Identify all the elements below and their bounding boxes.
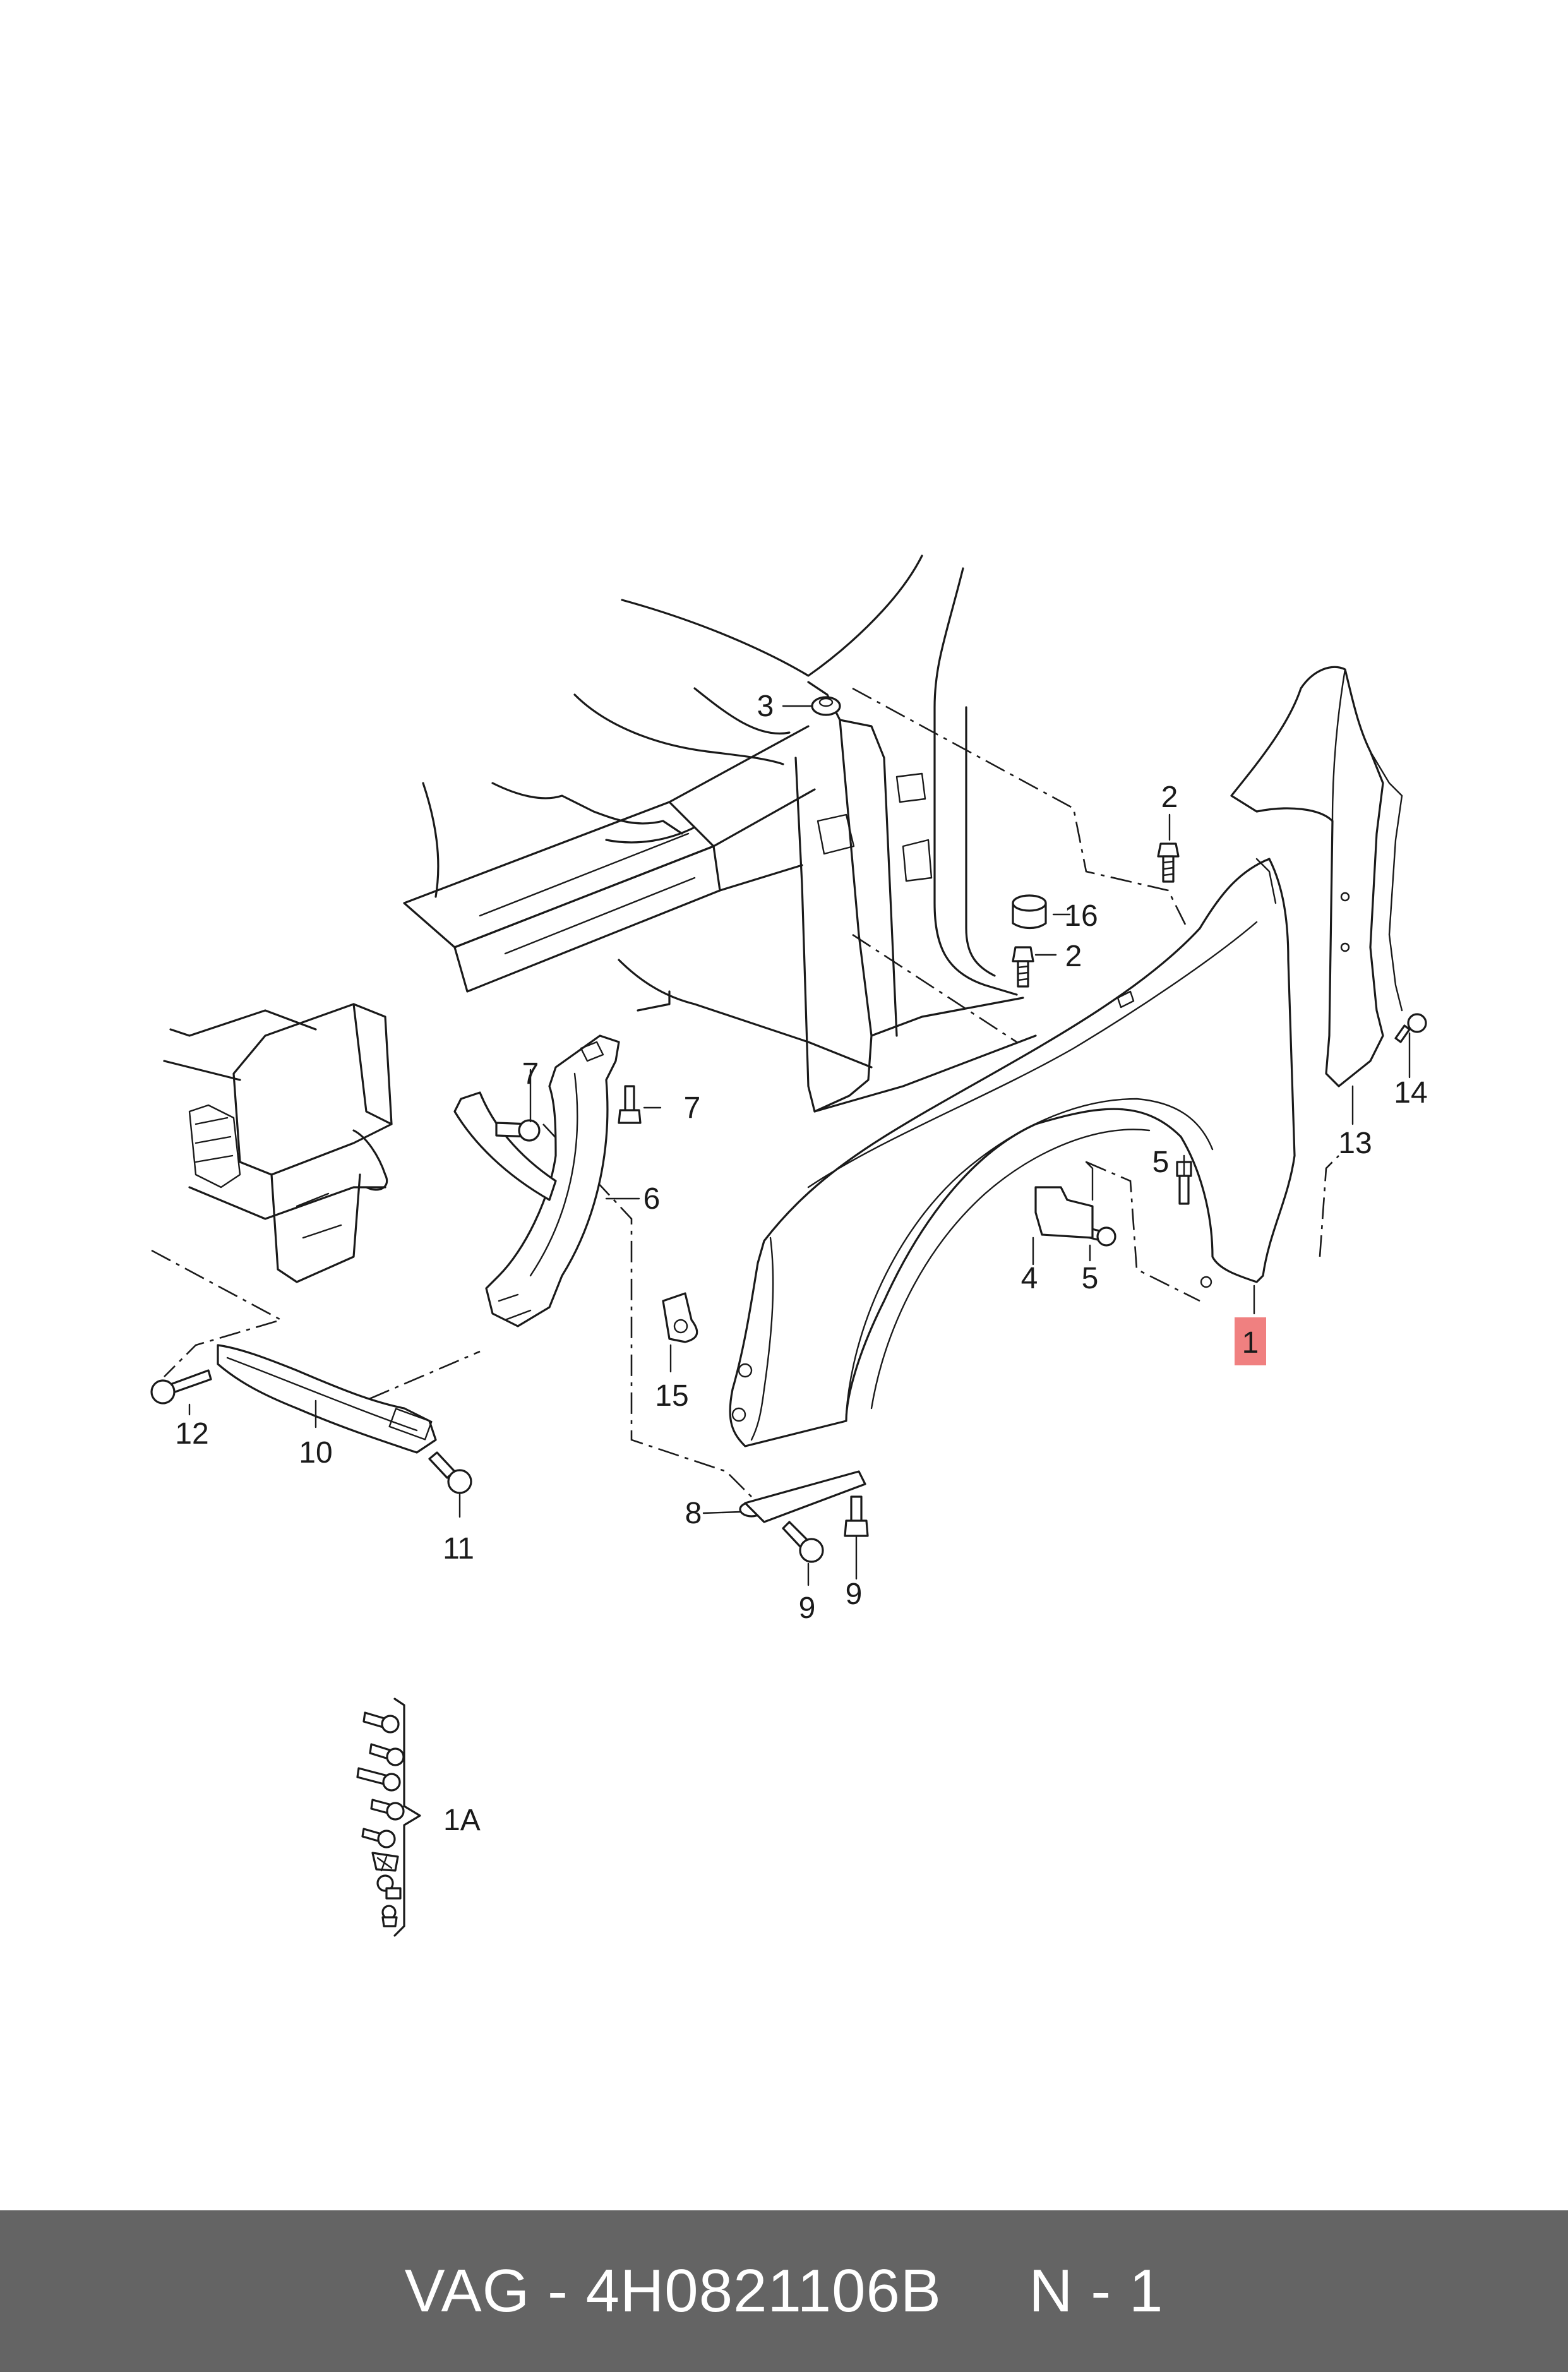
bracket-part-4: [1034, 1161, 1094, 1239]
kit-bolt-4: [370, 1799, 405, 1821]
callout-10: 10: [299, 1436, 332, 1470]
assembly-lines: [151, 687, 1339, 1497]
callout-5-right: 5: [1152, 1146, 1170, 1179]
callout-7-right: 7: [684, 1091, 701, 1125]
fasteners: [150, 696, 1427, 1563]
kit-bolt-5: [361, 1828, 396, 1848]
clamp-15: [662, 1292, 698, 1343]
callout-1-highlight: [1235, 1317, 1266, 1365]
bracket-part-6: [453, 1034, 620, 1327]
bolt-9-left: [782, 1521, 824, 1563]
callout-5-left: 5: [1082, 1262, 1099, 1295]
callout-9-left: 9: [799, 1591, 816, 1625]
callouts: 1 2 2 3 4 5 5 6 7 7 8 9 9 10 11 12 13 14…: [175, 690, 1427, 1837]
bolt-2-upper: [1157, 842, 1180, 883]
bracket-8: [744, 1470, 866, 1523]
clip-14: [1394, 1013, 1427, 1043]
callout-13: 13: [1338, 1127, 1372, 1160]
kit-nut-7: [376, 1874, 402, 1900]
body-structure: [163, 554, 1037, 1283]
callout-11: 11: [443, 1532, 474, 1566]
grommet-3: [811, 696, 841, 716]
callout-1A: 1A: [443, 1804, 481, 1837]
callout-15: 15: [655, 1379, 688, 1413]
callout-6: 6: [643, 1182, 661, 1216]
callout-3: 3: [757, 690, 774, 723]
bolt-7-right: [618, 1085, 642, 1124]
kit-rivet-8: [381, 1905, 398, 1927]
part-number-text: VAG - 4H0821106B N - 1: [404, 2257, 1164, 2325]
kit-bolt-2: [369, 1743, 405, 1766]
callout-16: 16: [1064, 899, 1098, 933]
fender-part-1: [729, 858, 1296, 1447]
callout-1: 1: [1242, 1326, 1259, 1360]
fastener-kit-1A: [356, 1698, 421, 1937]
callout-2-lower: 2: [1065, 940, 1082, 973]
seal-part-13: [1230, 666, 1403, 1087]
leader-lines: [188, 705, 1411, 1586]
callout-12: 12: [175, 1417, 208, 1451]
bolt-2-lower: [1012, 946, 1034, 988]
cap-16: [1012, 894, 1047, 930]
kit-clip-6: [371, 1852, 399, 1872]
kit-bolt-3: [356, 1767, 401, 1792]
callout-2-upper: 2: [1161, 781, 1178, 814]
callout-8: 8: [685, 1497, 702, 1530]
bolt-12: [150, 1369, 212, 1405]
callout-14: 14: [1394, 1076, 1427, 1110]
bolt-7-left: [495, 1119, 541, 1142]
part-number-footer: VAG - 4H0821106B N - 1: [0, 2210, 1568, 2372]
callout-7-left: 7: [522, 1057, 539, 1091]
kit-bolt-1: [362, 1711, 400, 1734]
bolt-9-right: [844, 1495, 869, 1537]
callout-4: 4: [1021, 1262, 1038, 1295]
bolt-11: [428, 1451, 472, 1494]
callout-9-right: 9: [846, 1578, 863, 1611]
strut-part-10: [217, 1344, 437, 1454]
